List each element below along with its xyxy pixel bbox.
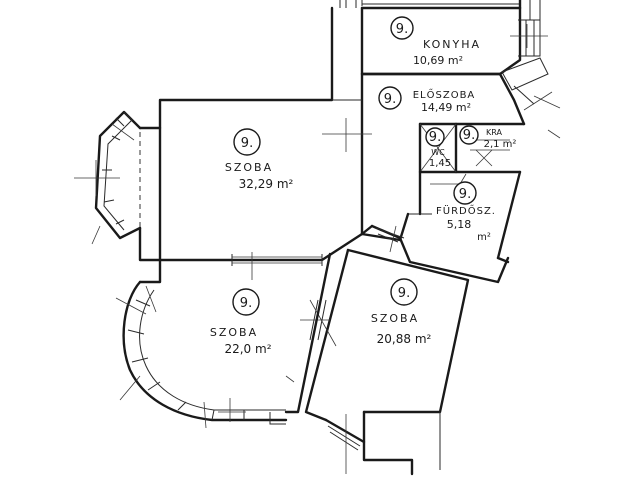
room-area: 14,49 m² [421, 101, 471, 114]
room-name: FÜRDŐSZ. [436, 203, 496, 217]
room-badge-number: 9. [396, 22, 408, 37]
room-badge-bathroom [453, 181, 477, 205]
room-name: KRA [486, 128, 502, 137]
room-area: 2,1 m² [484, 139, 517, 150]
room-badge-right [390, 278, 418, 306]
room-left: 9. SZOBA 22,0 m² [210, 288, 272, 356]
room-area: 22,0 m² [224, 342, 271, 356]
left-room-walls [115, 252, 332, 429]
room-kitchen: 9. KONYHA 10,69 m² [390, 16, 481, 67]
top-edge-walls [339, 0, 541, 20]
room-badge-hall [378, 86, 402, 110]
room-badge-wc [425, 127, 445, 147]
room-badge-number: 9. [459, 187, 471, 202]
room-badge-number: 9. [429, 130, 441, 145]
room-name: ELŐSZOBA [413, 87, 476, 101]
room-area: 1,45 [429, 158, 451, 169]
room-right: 9. SZOBA 20,88 m² [371, 278, 432, 346]
room-badge-number: 9. [384, 92, 396, 107]
room-area-unit: m² [477, 232, 491, 243]
room-badge-left [232, 288, 260, 316]
room-name: WC [431, 148, 445, 157]
room-main: 9. SZOBA 32,29 m² [225, 128, 294, 191]
main-room-walls [138, 6, 372, 280]
right-room-walls [300, 212, 510, 476]
room-name: SZOBA [371, 312, 419, 325]
room-area: 32,29 m² [239, 177, 294, 191]
room-badge-kitchen [390, 16, 414, 40]
room-name: KONYHA [423, 38, 481, 51]
room-bathroom: 9. FÜRDŐSZ. 5,18 m² [436, 181, 496, 243]
room-pantry: 9. KRA 2,1 m² [459, 125, 517, 150]
room-area: 20,88 m² [377, 332, 432, 346]
room-badge-number: 9. [463, 128, 475, 143]
room-badge-number: 9. [398, 286, 410, 301]
room-name: SZOBA [210, 326, 258, 339]
room-name: SZOBA [225, 161, 273, 174]
room-badge-pantry [459, 125, 479, 145]
room-area: 10,69 m² [413, 54, 463, 67]
room-badge-number: 9. [240, 296, 252, 311]
room-labels: 9. KONYHA 10,69 m² 9. ELŐSZOBA 14,49 m² … [210, 16, 517, 356]
bay-window [74, 110, 162, 262]
room-hall: 9. ELŐSZOBA 14,49 m² [378, 86, 476, 114]
hall-walls [360, 72, 561, 242]
room-wc: 9. WC 1,45 [425, 127, 451, 169]
room-badge-number: 9. [241, 136, 253, 151]
room-badge-main [233, 128, 261, 156]
service-rooms-walls [408, 122, 522, 260]
room-area: 5,18 [447, 218, 472, 231]
